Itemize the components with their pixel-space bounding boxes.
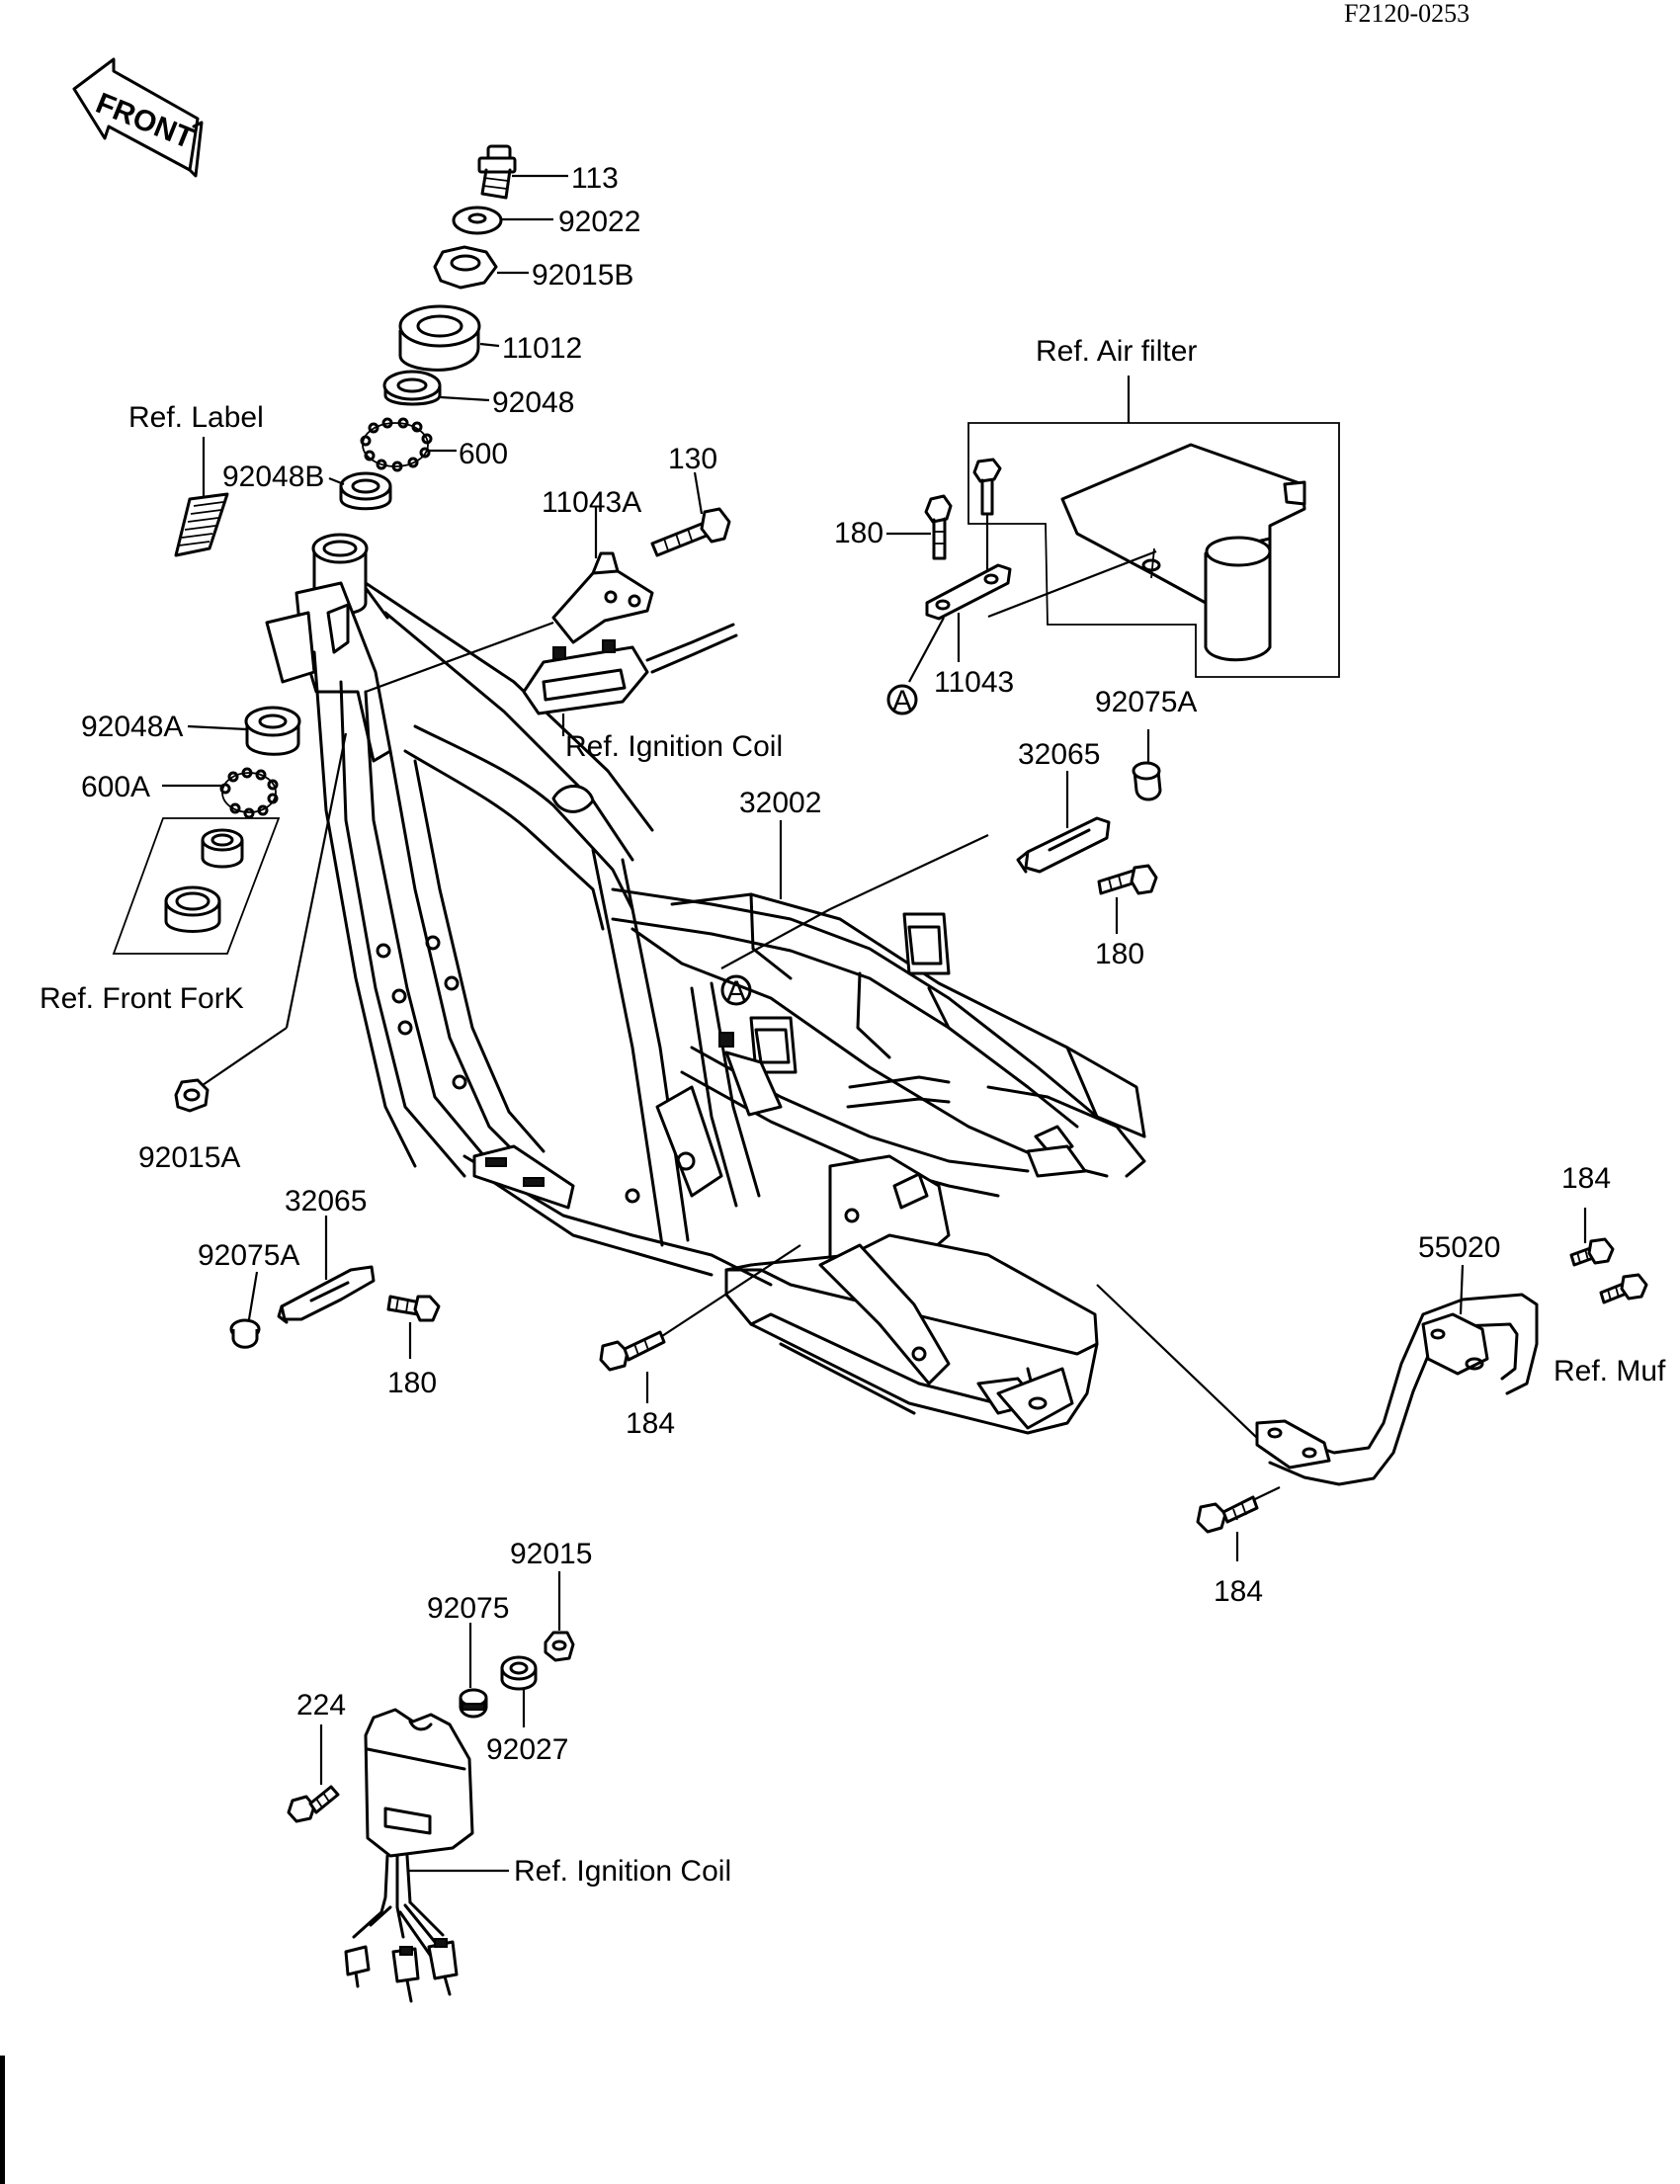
label-600: 600 <box>459 438 508 470</box>
label-113: 113 <box>571 162 619 195</box>
svg-text:A: A <box>726 975 746 1008</box>
label-32065-left: 32065 <box>285 1185 367 1218</box>
label-180-top: 180 <box>834 517 883 549</box>
seal-92048B-icon <box>339 471 392 511</box>
grommet-92075-icon <box>459 1688 488 1719</box>
label-184-mid: 184 <box>626 1407 675 1440</box>
label-11043A: 11043A <box>542 486 641 519</box>
label-180-left: 180 <box>387 1367 437 1399</box>
bolt-184-mid-icon <box>599 1330 666 1372</box>
seal-92048-icon <box>382 370 442 406</box>
bearing-race-11012-icon <box>398 304 481 372</box>
air-filter-reference-box <box>967 376 1340 678</box>
ref-ignition-coil-top: Ref. Ignition Coil <box>565 730 783 763</box>
label-92048: 92048 <box>492 386 574 419</box>
grommet-92075A-left-icon <box>229 1318 261 1349</box>
bolt-224-icon <box>287 1785 340 1823</box>
nut-92015A-icon <box>174 1078 210 1113</box>
nut-92015B-icon <box>433 245 498 290</box>
bolt-180-left-icon <box>386 1295 441 1322</box>
label-32002: 32002 <box>739 787 821 819</box>
grommet-92075A-top-icon <box>1132 761 1162 801</box>
ref-air-filter: Ref. Air filter <box>1036 335 1197 368</box>
ref-label: Ref. Label <box>128 401 264 434</box>
bolt-180-right-icon <box>1097 864 1158 895</box>
ref-ignition-coil-bottom: Ref. Ignition Coil <box>514 1855 731 1888</box>
ball-ring-600-icon <box>360 417 433 472</box>
bolt-small-top-icon <box>972 458 1002 516</box>
bolt-184-top-right-b-icon <box>1599 1273 1648 1304</box>
marker-a-frame-icon: A <box>720 974 752 1008</box>
marker-a-top-icon: A <box>886 684 918 717</box>
label-92075A-top: 92075A <box>1095 686 1197 718</box>
label-224: 224 <box>296 1689 346 1722</box>
ref-muffler: Ref. Muf <box>1554 1355 1666 1387</box>
label-184-bottom: 184 <box>1214 1575 1263 1608</box>
label-92015B: 92015B <box>532 259 633 292</box>
ref-front-fork: Ref. Front ForK <box>40 982 244 1015</box>
label-184-top-right: 184 <box>1561 1162 1611 1195</box>
nut-92015-icon <box>544 1631 575 1662</box>
bracket-32065-left-icon <box>277 1265 376 1324</box>
label-92027: 92027 <box>486 1733 568 1766</box>
ignition-coil-icon <box>522 623 738 715</box>
bolt-184-top-right-a-icon <box>1569 1237 1615 1267</box>
label-11043: 11043 <box>934 666 1014 699</box>
svg-text:A: A <box>892 685 912 717</box>
collar-92027-icon <box>500 1655 538 1691</box>
label-600A: 600A <box>81 771 150 803</box>
label-180-right: 180 <box>1095 938 1144 970</box>
drawing-code: F2120-0253 <box>1344 0 1470 28</box>
ball-ring-600A-icon <box>219 767 279 819</box>
edge-mark <box>0 2056 5 2184</box>
washer-92022-icon <box>452 206 503 235</box>
bolt-130-icon <box>650 507 731 557</box>
label-130: 130 <box>668 443 717 475</box>
ignitor-unit-icon <box>344 1708 474 2003</box>
label-92015A: 92015A <box>138 1141 240 1174</box>
bracket-32065-right-icon <box>1016 816 1111 874</box>
label-92075: 92075 <box>427 1592 509 1625</box>
label-92022: 92022 <box>558 206 640 238</box>
label-11012: 11012 <box>502 332 582 365</box>
label-55020: 55020 <box>1418 1231 1500 1264</box>
label-32065-right: 32065 <box>1018 738 1100 771</box>
bolt-180-top-icon <box>924 494 953 560</box>
front-fork-reference-box <box>112 817 281 955</box>
bolt-184-bottom-icon <box>1196 1495 1259 1534</box>
bracket-11043A-icon <box>551 551 654 644</box>
seal-92048A-icon <box>244 706 301 756</box>
label-92048A: 92048A <box>81 711 183 743</box>
front-arrow-icon: FRONT <box>72 57 204 178</box>
label-92075A-left: 92075A <box>198 1239 299 1272</box>
plate-11043-icon <box>925 563 1012 621</box>
muffler-bracket-55020-icon <box>1255 1293 1539 1486</box>
frame-32002-icon <box>265 533 1146 1435</box>
bolt-113-icon <box>477 144 517 200</box>
label-sticker-icon <box>174 492 229 557</box>
label-92048B: 92048B <box>222 461 324 493</box>
label-92015: 92015 <box>510 1538 592 1570</box>
